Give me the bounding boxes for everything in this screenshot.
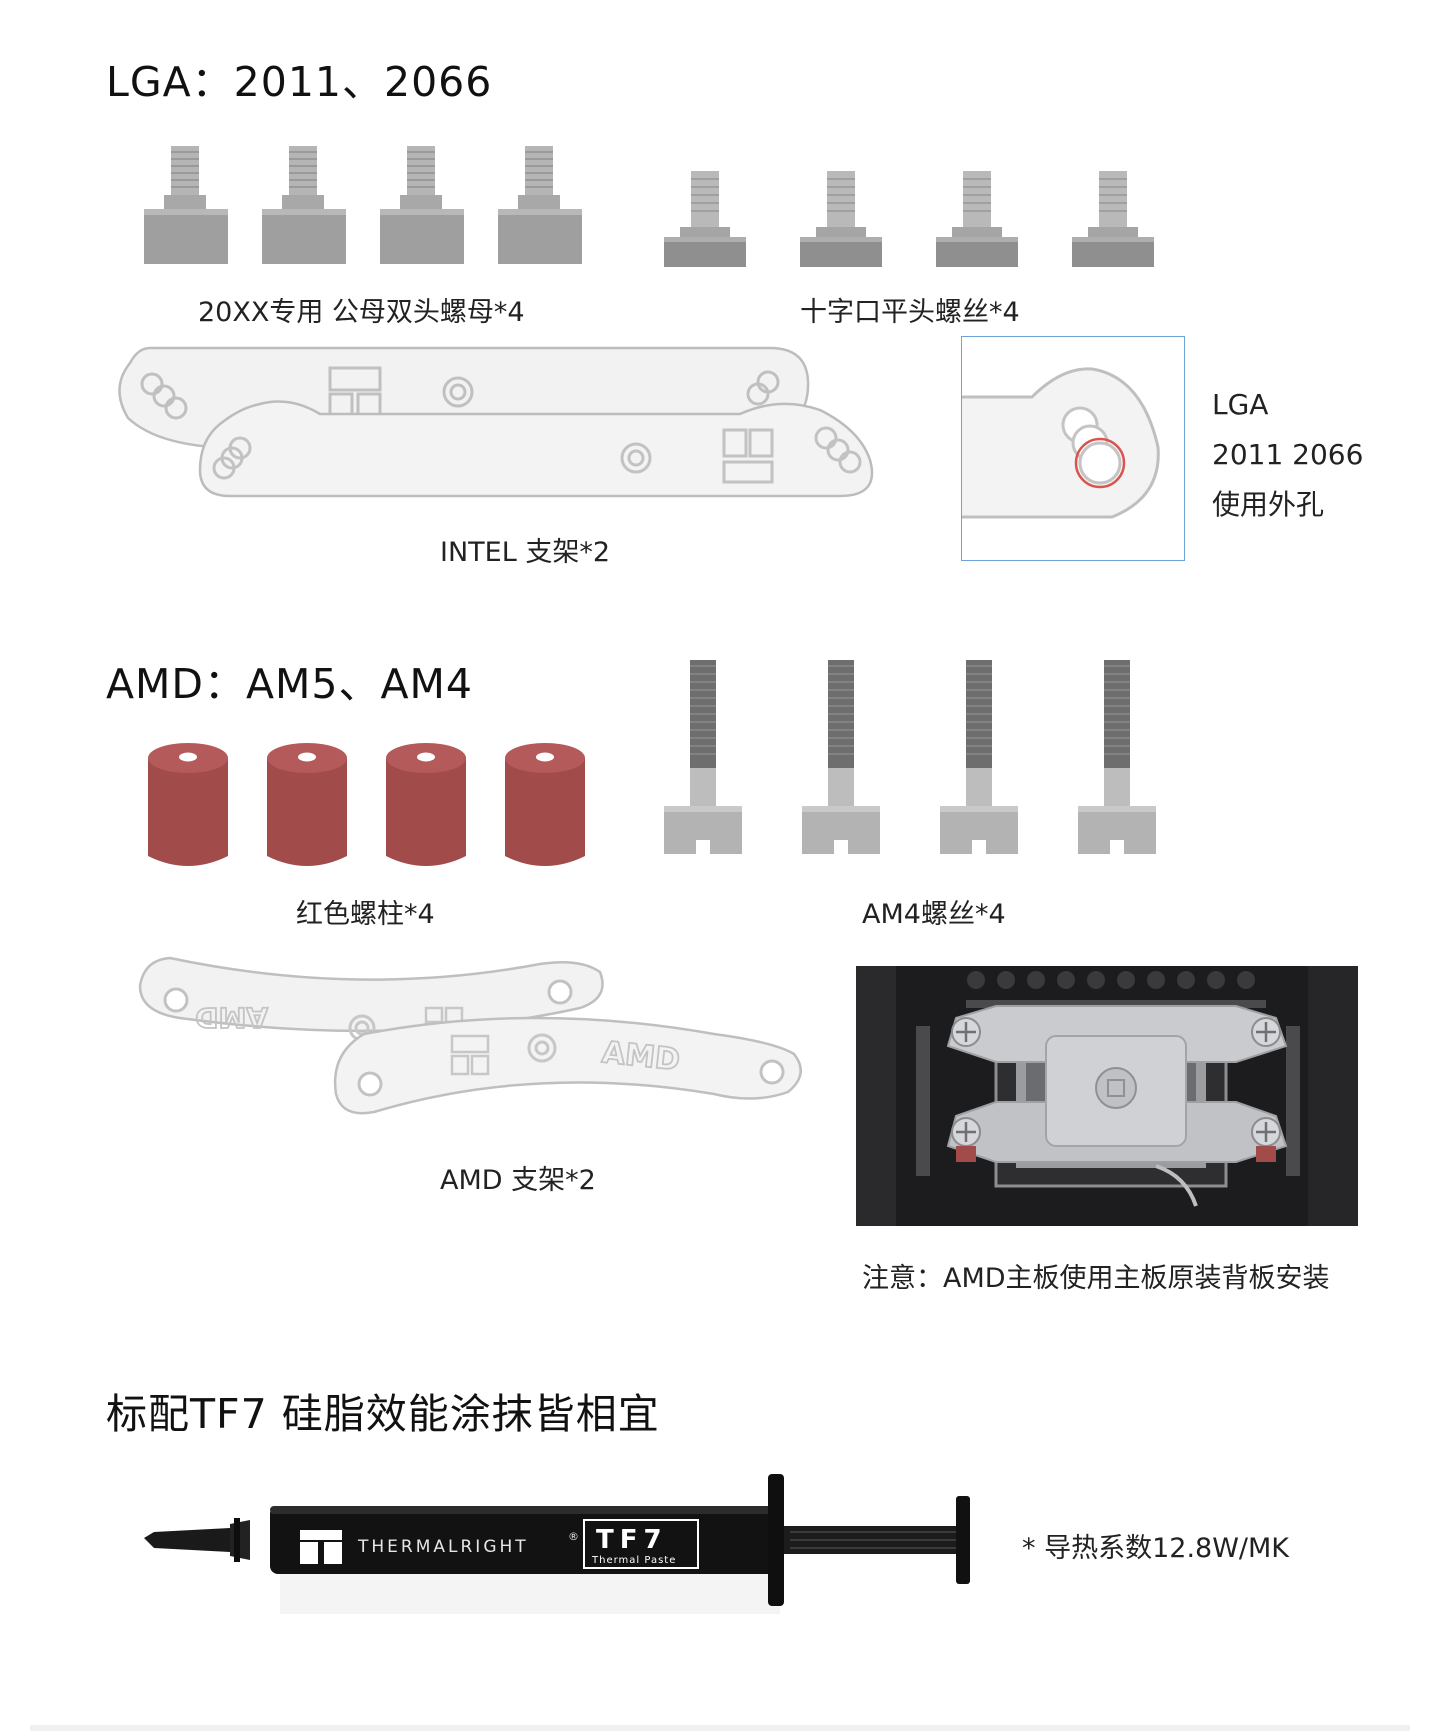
- intel-bracket-icons: [118, 346, 874, 498]
- lga-note-line-1: LGA: [1212, 388, 1269, 421]
- intel-bracket-caption: INTEL 支架*2: [440, 537, 611, 568]
- brand-text: THERMALRIGHT: [357, 1537, 529, 1557]
- amd-bracket-icons: AMD AMD: [138, 956, 802, 1115]
- lga-nut-group: [140, 140, 600, 270]
- amd-logo-mirrored: AMD: [195, 1001, 268, 1034]
- registered-mark: ®: [568, 1530, 579, 1543]
- red-standoff-icons: [148, 743, 585, 866]
- paste-conductivity-spec: * 导热系数12.8W/MK: [1022, 1533, 1289, 1564]
- lga-screw-caption: 十字口平头螺丝*4: [800, 297, 1020, 328]
- model-subtitle: Thermal Paste: [591, 1555, 676, 1566]
- paste-section-title: 标配TF7 硅脂效能涂抹皆相宜: [106, 1390, 660, 1438]
- amd-bracket-caption: AMD 支架*2: [440, 1165, 596, 1196]
- red-standoff-caption: 红色螺柱*4: [296, 899, 435, 930]
- am4-screw-icons: [663, 659, 1157, 855]
- lga-note-line-2: 2011 2066: [1212, 438, 1364, 471]
- lga-nut-caption: 20XX专用 公母双头螺母*4: [198, 297, 525, 328]
- lga-note-line-3: 使用外孔: [1212, 488, 1325, 521]
- amd-backplate-notice: 注意：AMD主板使用主板原装背板安装: [862, 1263, 1330, 1294]
- intel-bracket-illustration: [110, 340, 890, 510]
- amd-motherboard-photo: [856, 966, 1358, 1226]
- bracket-outer-hole-detail: [962, 367, 1160, 519]
- motherboard-mount-illustration: [856, 966, 1358, 1226]
- highlight-ring: [1074, 437, 1126, 489]
- flat-head-screw-icons: [663, 170, 1155, 268]
- lga-hole-detail-inset: [961, 336, 1185, 561]
- lga-hole-note: LGA 2011 2066 使用外孔: [1212, 380, 1363, 530]
- tf7-syringe-illustration: THERMALRIGHT ® TF7 Thermal Paste: [140, 1470, 1000, 1650]
- double-ended-nut-icons: [143, 145, 583, 265]
- red-standoff-group: [146, 740, 596, 880]
- model-text: TF7: [596, 1525, 668, 1555]
- amd-section-title: AMD：AM5、AM4: [106, 660, 474, 708]
- amd-bracket-illustration: AMD AMD: [134, 950, 802, 1120]
- am4-screw-caption: AM4螺丝*4: [862, 899, 1006, 930]
- lga-section-title: LGA：2011、2066: [106, 58, 493, 106]
- footer-divider: [30, 1725, 1410, 1731]
- am4-screw-group: [660, 656, 1180, 861]
- thermal-paste-syringe: THERMALRIGHT ® TF7 Thermal Paste: [144, 1474, 970, 1614]
- lga-screw-group: [660, 165, 1180, 275]
